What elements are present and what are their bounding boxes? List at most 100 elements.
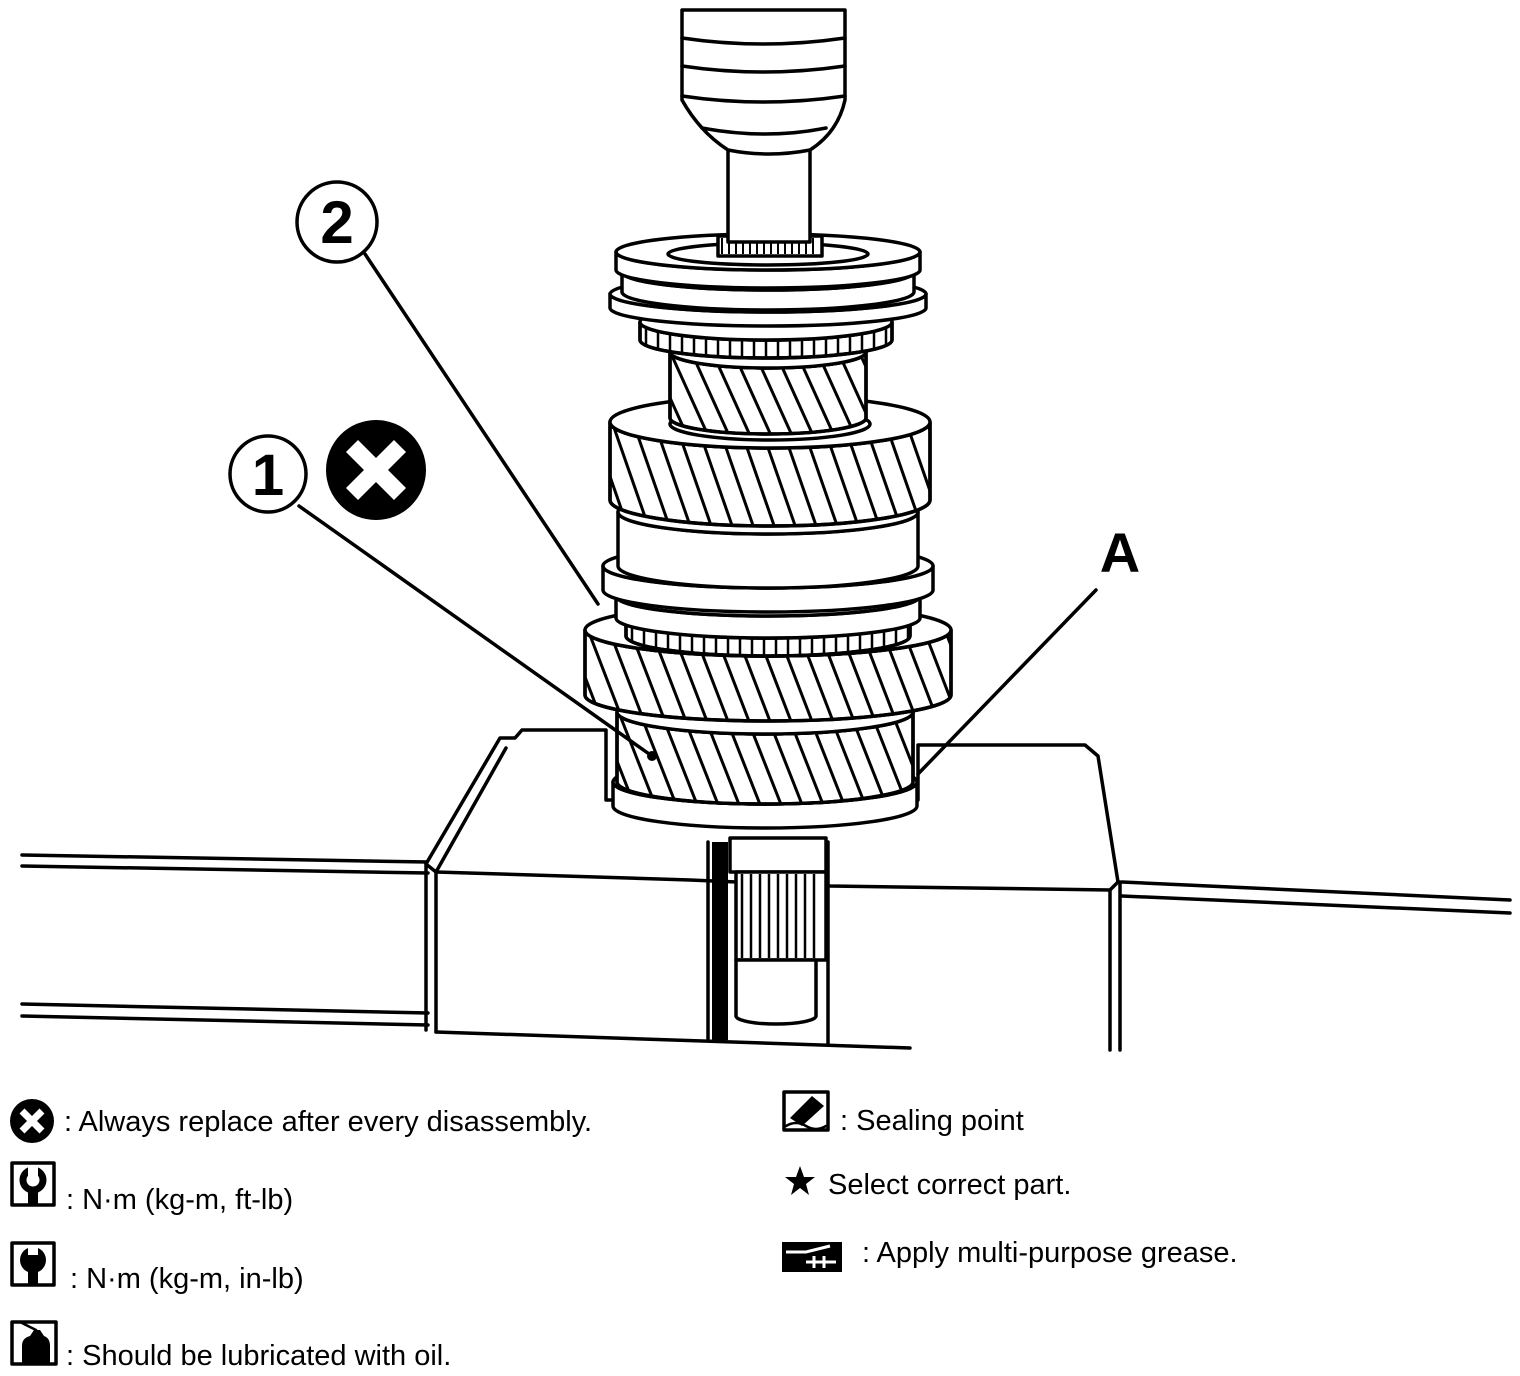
- torque-icon-handle: [28, 1188, 38, 1205]
- gear-tooth: [776, 712, 828, 804]
- legend-text-replace: : Always replace after every disassembly…: [64, 1106, 592, 1138]
- grease-icon-body: [782, 1242, 842, 1272]
- gear-tooth: [839, 712, 891, 804]
- gear-tooth: [912, 630, 951, 721]
- gear-tooth: [881, 712, 913, 804]
- torque-filled-icon-head: [20, 1247, 46, 1273]
- legend-text-torque-in-lb: : N·m (kg-m, in-lb): [70, 1263, 304, 1295]
- gear-stack-assembly: [515, 232, 953, 830]
- gear-tooth: [639, 630, 691, 721]
- gear-tooth: [797, 712, 849, 804]
- callout-label-2: 2: [320, 189, 353, 256]
- gear-tooth: [664, 422, 716, 526]
- right-rail-top-2: [1120, 894, 1512, 915]
- gear-tooth: [685, 422, 737, 526]
- gear-tooth: [811, 422, 863, 526]
- gear-tooth: [727, 422, 779, 526]
- gear-tooth: [769, 422, 821, 526]
- oil-icon-spout: [18, 1320, 38, 1332]
- gear-tooth: [786, 630, 838, 721]
- gear-tooth: [650, 712, 702, 804]
- left-rail-bottom-1: [20, 1002, 430, 1015]
- star-icon: [785, 1166, 815, 1195]
- left-rail-top-1: [20, 853, 430, 864]
- gear-tooth: [818, 712, 870, 804]
- right-rail-top-1: [1120, 880, 1512, 902]
- legend-item-select-part: Select correct part.: [785, 1166, 1071, 1201]
- gear-tooth: [755, 712, 807, 804]
- callout-circle-2: [295, 180, 379, 264]
- gear-tooth: [849, 630, 901, 721]
- gear-tooth: [671, 712, 723, 804]
- leader-line-point-a: [916, 588, 1098, 776]
- replace-x-icon-cross: [345, 439, 407, 501]
- shaft-upper-section: [728, 836, 828, 874]
- gear-tooth: [629, 712, 681, 804]
- sealing-icon-bead: [784, 1121, 828, 1131]
- gear-tooth: [744, 630, 796, 721]
- legend-text-sealing: : Sealing point: [840, 1105, 1024, 1137]
- legend-right: : Sealing point Select correct part. : A…: [782, 1090, 1238, 1272]
- legend-text-oil: : Should be lubricated with oil.: [66, 1340, 451, 1372]
- callouts: 2 1 A: [228, 180, 1140, 776]
- shaft-shadow-strip: [712, 842, 728, 1040]
- press-band-3: [680, 94, 847, 104]
- gear-tooth: [853, 422, 905, 526]
- gear-tooth: [692, 712, 744, 804]
- gear-tooth: [734, 712, 786, 804]
- legend-text-torque-ft-lb: : N·m (kg-m, ft-lb): [66, 1184, 293, 1216]
- legend-item-torque-ft-lb: : N·m (kg-m, ft-lb): [10, 1161, 293, 1216]
- lower-shaft: [712, 836, 828, 1040]
- gear-tooth: [870, 630, 922, 721]
- press-band-1: [680, 36, 847, 46]
- gear-tooth: [610, 422, 653, 526]
- leader-line-part-2: [363, 252, 600, 606]
- leader-line-part-1: [297, 504, 654, 758]
- gear-tooth: [618, 630, 670, 721]
- grease-icon-gun: [786, 1244, 836, 1268]
- press-tool: [680, 8, 847, 258]
- callout-circle-1: [228, 434, 308, 514]
- base-front-bottom-edge: [434, 1030, 912, 1050]
- press-shaft: [726, 144, 812, 244]
- torque-filled-icon-notch: [28, 1246, 38, 1255]
- gear-tooth: [706, 422, 758, 526]
- sealing-icon-tube: [790, 1096, 824, 1126]
- shaft-end-cylinder: [734, 958, 818, 1026]
- gear-tooth: [807, 630, 859, 721]
- gear-tooth: [597, 630, 649, 721]
- oil-icon-can: [22, 1330, 50, 1364]
- gear-tooth: [643, 422, 695, 526]
- gear-tooth: [790, 422, 842, 526]
- replace-x-icon: [10, 1099, 54, 1143]
- grease-icon: [782, 1242, 842, 1272]
- legend-left: : Always replace after every disassembly…: [10, 1099, 592, 1372]
- gear-tooth: [622, 422, 674, 526]
- legend-item-sealing: : Sealing point: [782, 1090, 1024, 1137]
- gear-tooth: [540, 396, 588, 534]
- replace-x-icon: [326, 420, 426, 520]
- leader-dot-part-1: [647, 751, 657, 761]
- gear-tooth: [585, 630, 586, 721]
- gear-tooth: [681, 630, 733, 721]
- base-chamfer-left: [434, 746, 508, 874]
- gear-tooth: [748, 422, 800, 526]
- gear-tooth: [723, 630, 775, 721]
- gear-tooth: [828, 630, 880, 721]
- torque-filled-icon-handle: [28, 1268, 38, 1285]
- press-band-4: [700, 126, 828, 136]
- gear-tooth: [713, 712, 765, 804]
- shaft-splines: [734, 870, 828, 962]
- gear-tooth: [515, 604, 563, 729]
- legend-replace-cross: [19, 1108, 45, 1134]
- gear-tooth: [765, 630, 817, 721]
- legend-item-torque-in-lb: : N·m (kg-m, in-lb): [10, 1241, 304, 1295]
- legend-item-oil: : Should be lubricated with oil.: [10, 1320, 451, 1372]
- legend-text-grease: : Apply multi-purpose grease.: [862, 1237, 1238, 1269]
- torque-icon-notch: [28, 1166, 38, 1176]
- gear-tooth: [895, 422, 930, 526]
- gear-tooth: [702, 630, 754, 721]
- gear-tooth: [832, 422, 884, 526]
- gear-tooth: [617, 712, 660, 804]
